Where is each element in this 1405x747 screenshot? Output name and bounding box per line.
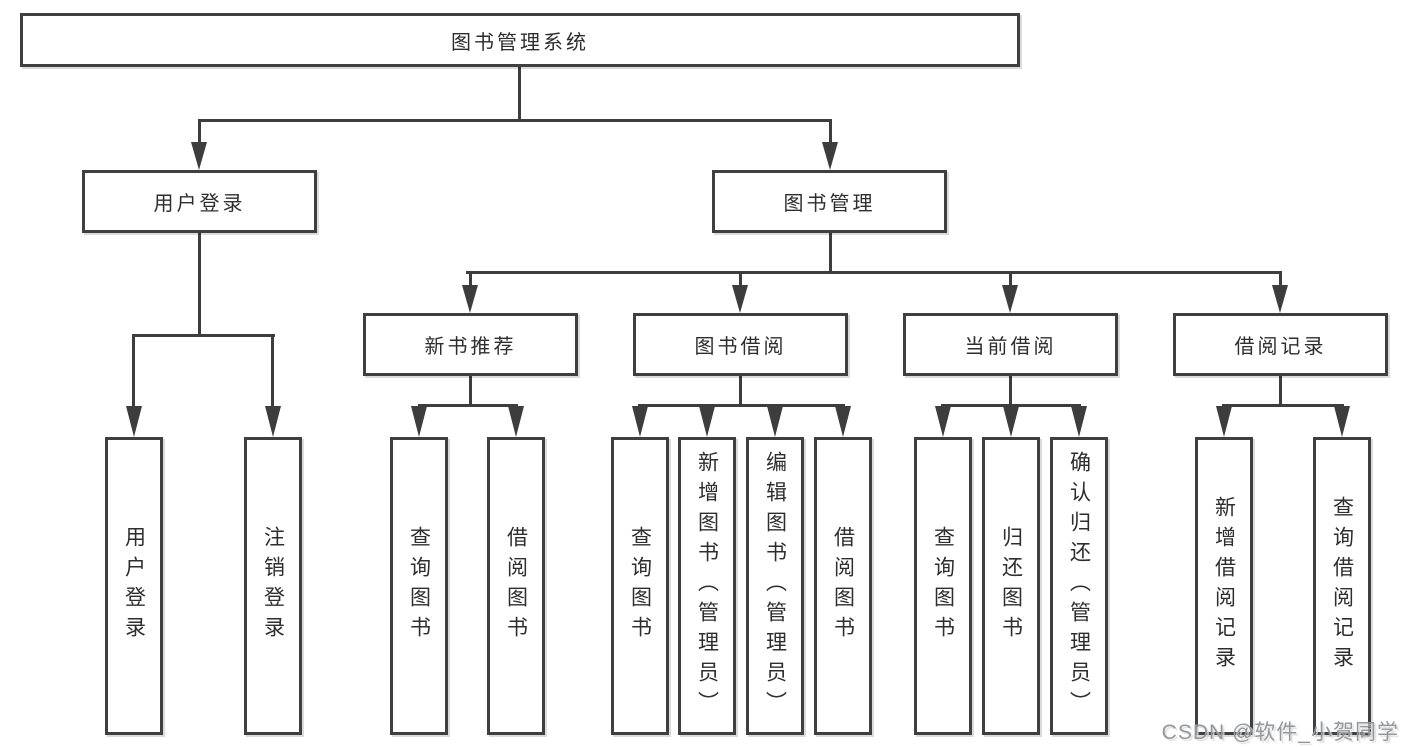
connector-line: [1279, 374, 1282, 406]
leaf-label: 用户登录: [122, 526, 146, 646]
leaf-label: 注销登录: [261, 526, 285, 646]
arrow-down-icon: [935, 406, 951, 437]
leaf-user-login: 用户登录: [105, 437, 163, 735]
connector-line: [418, 404, 518, 407]
arrow-down-icon: [1334, 406, 1350, 437]
node-label: 图书管理: [783, 193, 876, 215]
connector-line: [469, 271, 472, 288]
connector-line: [518, 65, 521, 122]
arrow-down-icon: [265, 406, 281, 437]
leaf-query-borrow-record: 查询借阅记录: [1313, 437, 1371, 735]
leaf-logout: 注销登录: [244, 437, 302, 735]
arrow-down-icon: [767, 406, 783, 437]
node-current-borrowing: 当前借阅: [903, 313, 1118, 376]
node-label: 借阅记录: [1234, 336, 1327, 358]
leaf-borrow-books-recommend: 借阅图书: [487, 437, 545, 735]
node-book-borrowing: 图书借阅: [633, 313, 848, 376]
node-new-book-recommend: 新书推荐: [363, 313, 578, 376]
connector-line: [132, 334, 275, 337]
watermark-text: CSDN @软件_小贺同学: [1161, 721, 1399, 744]
leaf-edit-books-admin: 编辑图书（管理员）: [746, 437, 804, 735]
arrow-down-icon: [1272, 285, 1288, 313]
leaf-label: 借阅图书: [504, 526, 528, 646]
node-label: 新书推荐: [424, 336, 517, 358]
node-borrowing-records: 借阅记录: [1173, 313, 1388, 376]
arrow-down-icon: [462, 285, 478, 313]
arrow-down-icon: [732, 285, 748, 313]
leaf-label: 归还图书: [999, 526, 1023, 646]
connector-line: [829, 119, 832, 145]
leaf-label: 借阅图书: [831, 526, 855, 646]
leaf-label: 新增图书（管理员）: [695, 451, 719, 721]
arrow-down-icon: [1003, 406, 1019, 437]
leaf-label: 确认归还（管理员）: [1067, 451, 1091, 721]
leaf-label: 编辑图书（管理员）: [763, 451, 787, 721]
connector-line: [198, 231, 201, 336]
leaf-label: 查询图书: [407, 526, 431, 646]
node-label: 用户登录: [153, 193, 246, 215]
leaf-query-books-borrow: 查询图书: [611, 437, 669, 735]
leaf-confirm-return-admin: 确认归还（管理员）: [1050, 437, 1108, 735]
arrow-down-icon: [699, 406, 715, 437]
node-label: 图书管理系统: [451, 31, 589, 54]
connector-line: [739, 271, 742, 288]
connector-line: [1009, 271, 1012, 288]
connector-line: [198, 119, 832, 122]
node-book-management: 图书管理: [712, 170, 947, 233]
leaf-label: 新增借阅记录: [1212, 496, 1236, 676]
arrow-down-icon: [191, 142, 207, 170]
connector-line: [1279, 271, 1282, 288]
node-user-login: 用户登录: [82, 170, 317, 233]
arrow-down-icon: [1002, 285, 1018, 313]
connector-line: [1222, 404, 1344, 407]
leaf-label: 查询图书: [931, 526, 955, 646]
connector-line: [941, 404, 1081, 407]
connector-line: [198, 119, 201, 145]
node-library-system: 图书管理系统: [20, 13, 1020, 67]
arrow-down-icon: [1216, 406, 1232, 437]
arrow-down-icon: [411, 406, 427, 437]
arrow-down-icon: [508, 406, 524, 437]
connector-line: [271, 336, 274, 408]
connector-line: [469, 374, 472, 406]
leaf-return-books: 归还图书: [982, 437, 1040, 735]
node-label: 图书借阅: [694, 336, 787, 358]
leaf-label: 查询图书: [628, 526, 652, 646]
connector-line: [466, 271, 1282, 274]
leaf-label: 查询借阅记录: [1330, 496, 1354, 676]
leaf-borrow-books: 借阅图书: [814, 437, 872, 735]
node-label: 当前借阅: [964, 336, 1057, 358]
connector-line: [739, 374, 742, 406]
arrow-down-icon: [835, 406, 851, 437]
leaf-add-books-admin: 新增图书（管理员）: [678, 437, 736, 735]
leaf-query-books-recommend: 查询图书: [390, 437, 448, 735]
arrow-down-icon: [632, 406, 648, 437]
connector-line: [132, 336, 135, 408]
connector-line: [638, 404, 845, 407]
leaf-add-borrow-record: 新增借阅记录: [1195, 437, 1253, 735]
leaf-query-books-current: 查询图书: [914, 437, 972, 735]
arrow-down-icon: [822, 142, 838, 170]
arrow-down-icon: [1071, 406, 1087, 437]
arrow-down-icon: [126, 406, 142, 437]
connector-line: [1009, 374, 1012, 406]
connector-line: [829, 231, 832, 274]
